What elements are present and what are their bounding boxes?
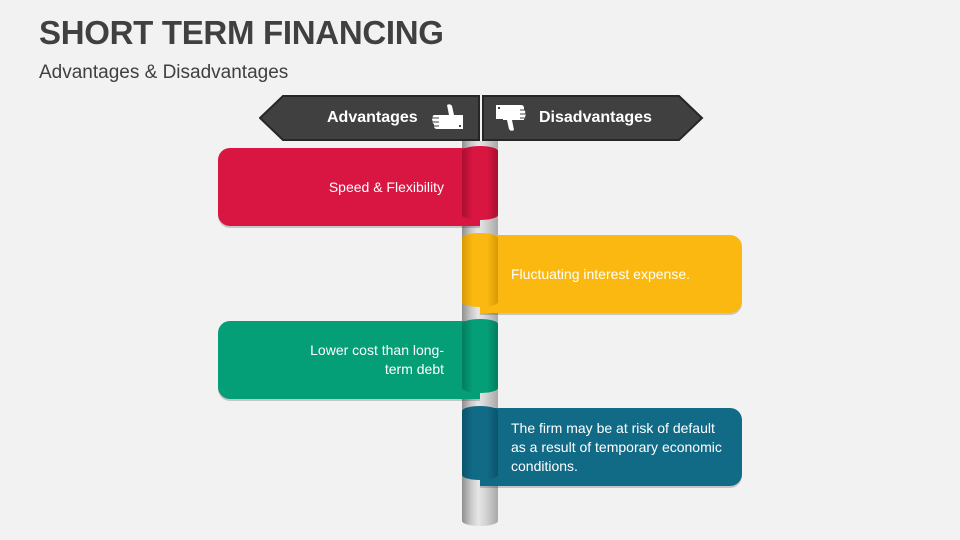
page-subtitle: Advantages & Disadvantages: [39, 62, 289, 83]
advantages-sign-shape: [259, 95, 480, 141]
disadvantage-text-1: Fluctuating interest expense.: [511, 265, 690, 282]
disadvantages-sign: Disadvantages: [482, 95, 704, 141]
advantages-label: Advantages: [327, 109, 418, 126]
disadvantage-text-2: The firm may be at risk of default as a …: [511, 419, 722, 474]
pole-wrap-green: [462, 319, 498, 393]
advantage-text-1: Speed & Flexibility: [328, 178, 444, 195]
advantage-card-1: Speed & Flexibility: [218, 148, 480, 226]
disadvantages-sign-shape: [482, 95, 704, 141]
advantages-sign: Advantages: [259, 95, 481, 141]
advantage-card-2: Lower cost than long-term debt: [218, 321, 480, 399]
disadvantage-card-1: Fluctuating interest expense.: [480, 235, 742, 313]
pole-wrap-teal: [462, 406, 498, 480]
advantage-text-2: Lower cost than long-term debt: [310, 342, 444, 377]
page-title: SHORT TERM FINANCING: [39, 14, 444, 51]
pole-wrap-yellow: [462, 233, 498, 307]
pole-wrap-red: [462, 146, 498, 220]
disadvantages-label: Disadvantages: [539, 109, 652, 126]
disadvantage-card-2: The firm may be at risk of default as a …: [480, 408, 742, 486]
